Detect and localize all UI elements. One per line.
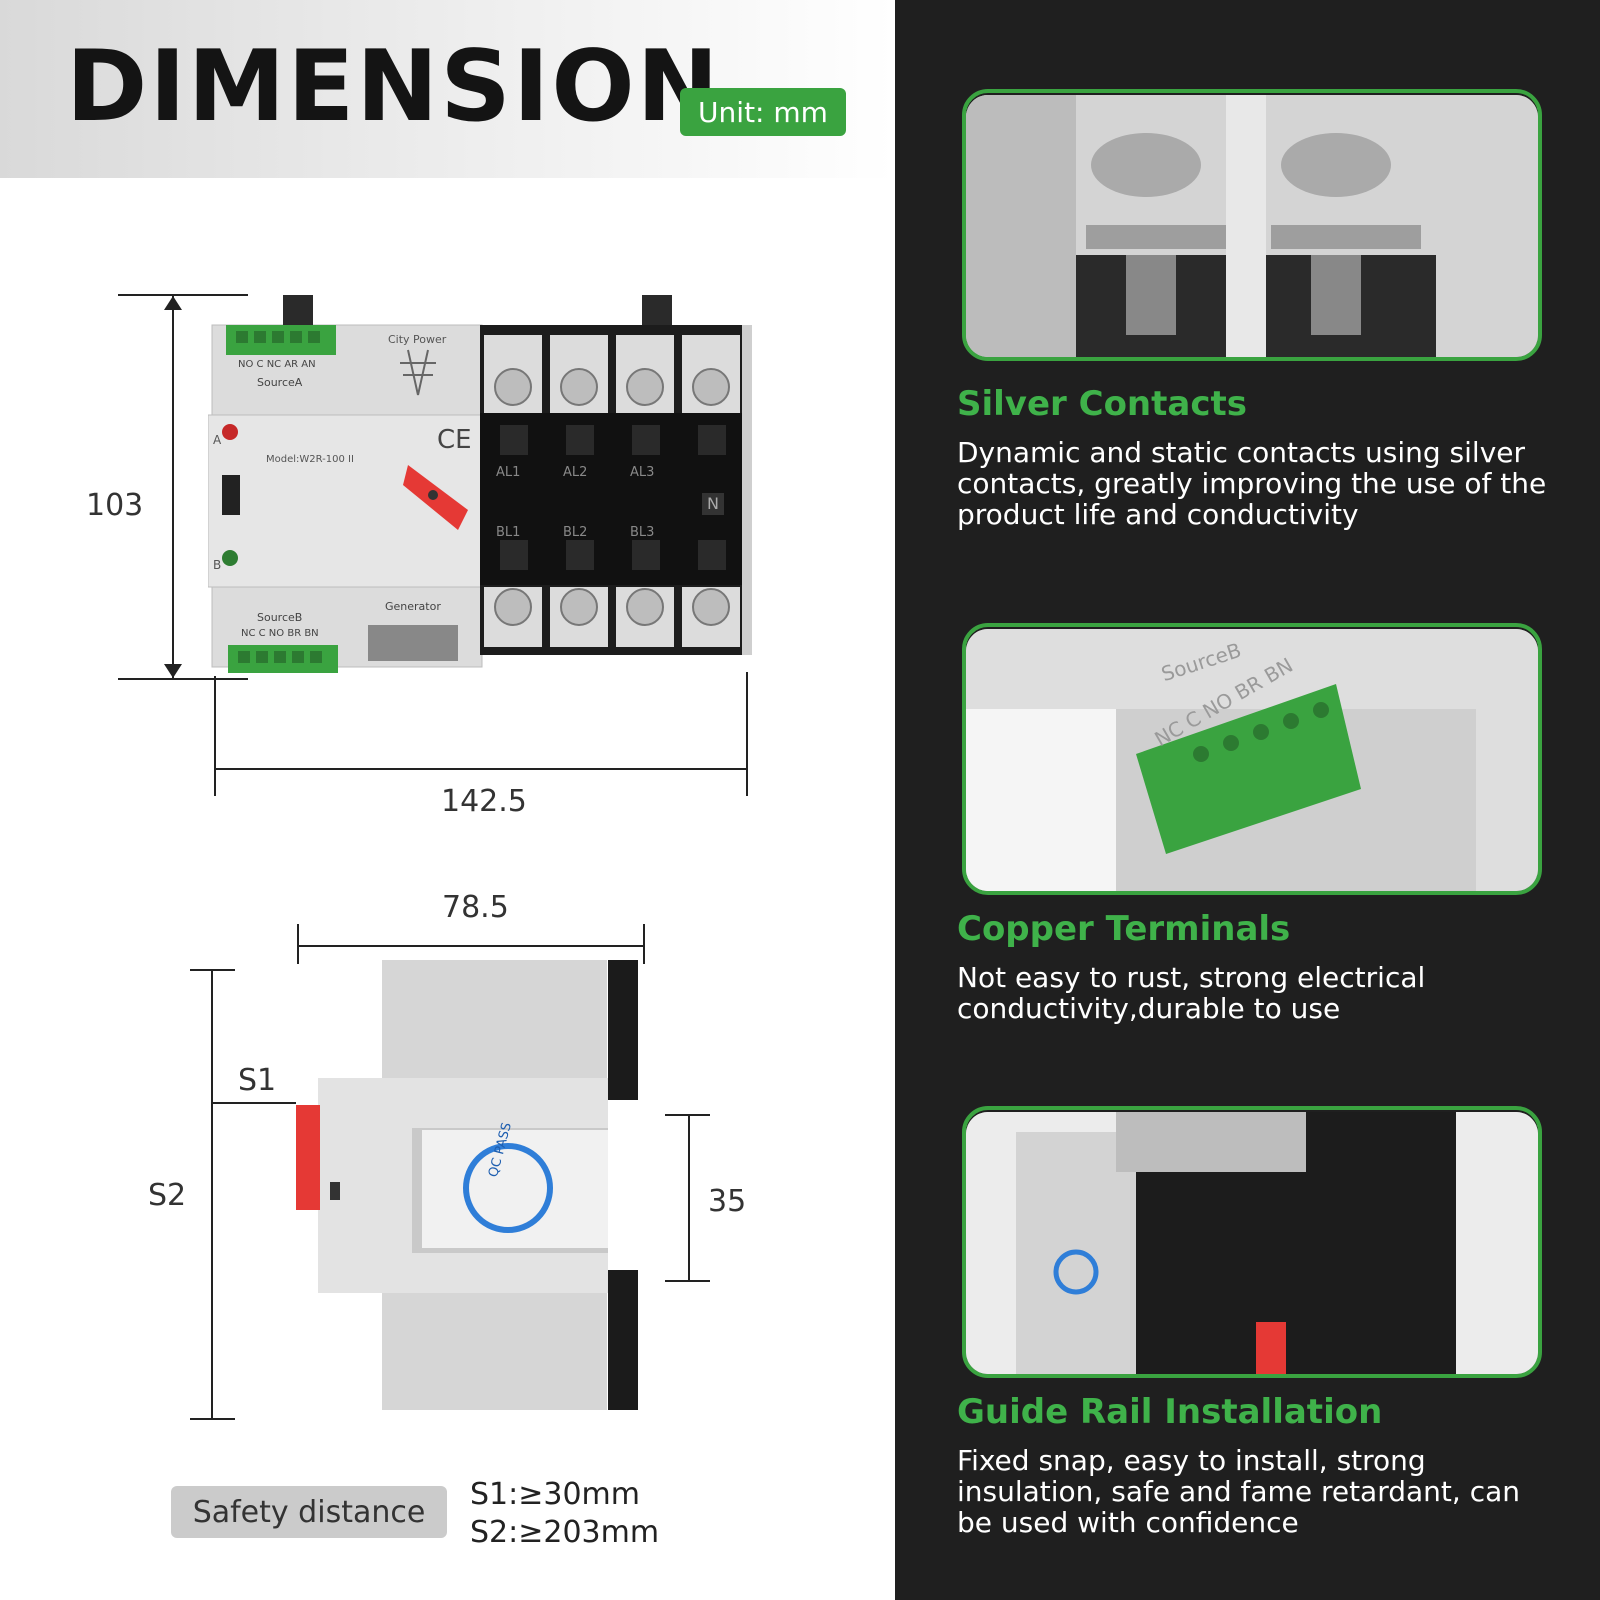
rail-label: 35 bbox=[708, 1184, 747, 1219]
neutral-label: N bbox=[702, 493, 724, 515]
arrow-up-icon bbox=[164, 296, 182, 310]
source-b-label: SourceB bbox=[257, 611, 303, 624]
ats-side-view bbox=[296, 960, 638, 1410]
safety-s1-value: S1:≥30mm bbox=[470, 1477, 640, 1512]
al1-label: AL1 bbox=[496, 465, 521, 480]
feature-title-copper-terminals: Copper Terminals bbox=[957, 909, 1291, 949]
silver-contacts-photo bbox=[966, 95, 1538, 357]
arrow-down-icon bbox=[164, 664, 182, 678]
s2-guide-bottom bbox=[190, 1418, 235, 1420]
bl3-label: BL3 bbox=[630, 525, 655, 540]
al2-label: AL2 bbox=[563, 465, 588, 480]
feature-frame-rail bbox=[962, 1106, 1542, 1378]
rail-guide-top bbox=[665, 1114, 710, 1116]
depth-label: 78.5 bbox=[442, 890, 509, 925]
width-label: 142.5 bbox=[441, 784, 527, 819]
height-label: 103 bbox=[86, 488, 144, 523]
safety-distance-badge: Safety distance bbox=[171, 1486, 447, 1538]
depth-guide-right bbox=[643, 924, 645, 964]
al3-label: AL3 bbox=[630, 465, 655, 480]
s1-dimension-line bbox=[213, 1102, 296, 1104]
safety-s2-value: S2:≥203mm bbox=[470, 1515, 660, 1550]
feature-frame-copper bbox=[962, 623, 1542, 895]
ce-mark: CE bbox=[437, 425, 472, 455]
dimension-guide-right bbox=[746, 672, 748, 796]
feature-frame-silver bbox=[962, 89, 1542, 361]
rail-guide-bottom bbox=[665, 1280, 710, 1282]
s1-label: S1 bbox=[238, 1063, 277, 1098]
city-power-label: City Power bbox=[388, 333, 447, 346]
source-a-label: SourceA bbox=[257, 376, 303, 389]
indicator-b-label: B bbox=[213, 558, 222, 572]
s2-label: S2 bbox=[148, 1178, 187, 1213]
depth-dimension-line bbox=[298, 945, 643, 947]
feature-title-silver-contacts: Silver Contacts bbox=[957, 384, 1247, 424]
dimension-guide-left bbox=[214, 676, 216, 796]
feature-title-guide-rail: Guide Rail Installation bbox=[957, 1392, 1383, 1432]
ats-front-view bbox=[208, 295, 752, 673]
s2-dimension-line bbox=[211, 970, 213, 1418]
indicator-a-label: A bbox=[213, 433, 222, 447]
bl1-label: BL1 bbox=[496, 525, 521, 540]
source-a-terminals-label: NO C NC AR AN bbox=[238, 359, 316, 370]
copper-terminals-photo bbox=[966, 629, 1538, 891]
dimension-guide-bottom bbox=[118, 678, 248, 680]
width-dimension-line bbox=[216, 768, 746, 770]
dimension-guide-top bbox=[118, 294, 248, 296]
generator-label: Generator bbox=[385, 600, 441, 613]
page-title: DIMENSION bbox=[66, 30, 721, 144]
guide-rail-photo bbox=[966, 1112, 1538, 1374]
source-b-terminals-label: NC C NO BR BN bbox=[241, 628, 319, 639]
feature-desc-copper-terminals: Not easy to rust, strong electrical cond… bbox=[957, 961, 1426, 1025]
bl2-label: BL2 bbox=[563, 525, 588, 540]
rail-dimension-line bbox=[688, 1116, 690, 1280]
depth-guide-left bbox=[297, 924, 299, 964]
model-label: Model:W2R-100 II bbox=[266, 454, 354, 465]
feature-desc-guide-rail: Fixed snap, easy to install, strong insu… bbox=[957, 1444, 1520, 1539]
height-dimension-line bbox=[172, 296, 174, 678]
unit-badge: Unit: mm bbox=[680, 88, 846, 136]
feature-desc-silver-contacts: Dynamic and static contacts using silver… bbox=[957, 436, 1547, 531]
